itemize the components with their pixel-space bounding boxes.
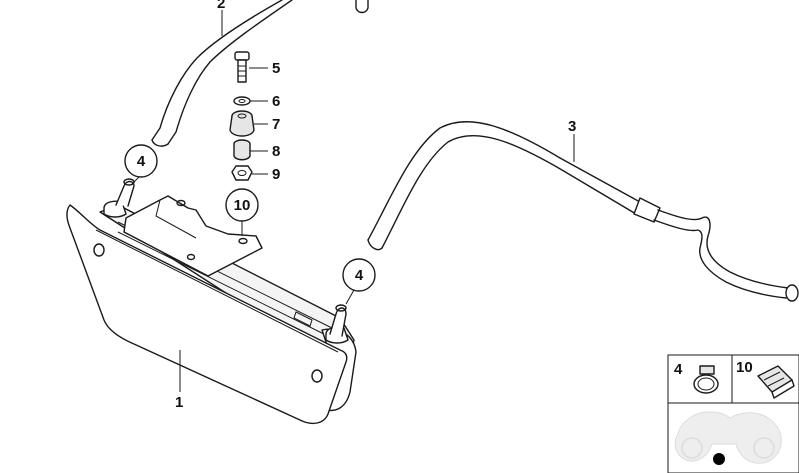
washer-6 [233,96,251,106]
circled-callout-10: 10 [225,188,259,222]
hose-clamp-icon [693,365,719,394]
callout-9: 9 [272,166,280,183]
mounting-bracket [123,195,263,277]
legend-box: 4 10 [667,354,799,473]
legend-label-10: 10 [736,359,753,376]
callout-3: 3 [568,118,576,135]
location-marker-dot [713,453,725,465]
rubber-mount-7 [229,110,255,137]
spacer-sleeve-8 [233,139,251,161]
clip-nut-icon [757,365,795,399]
hose-2 [151,0,293,147]
nut-9 [231,165,253,181]
callout-2: 2 [217,0,225,12]
top-fitting [355,0,369,14]
svg-text:10: 10 [234,197,251,214]
callout-6: 6 [272,93,280,110]
svg-text:4: 4 [355,267,364,284]
callout-8: 8 [272,143,280,160]
motorcycle-silhouette-icon [674,411,782,464]
svg-text:4: 4 [137,153,146,170]
circled-callout-4-right: 4 [342,258,376,292]
hose-3 [367,121,799,302]
circled-callout-4-left: 4 [124,144,158,178]
oil-cooler-1 [66,178,357,425]
callout-5: 5 [272,60,280,77]
callout-7: 7 [272,116,280,133]
bolt-5 [234,51,250,83]
legend-label-4: 4 [674,361,683,378]
callout-1: 1 [175,394,183,411]
